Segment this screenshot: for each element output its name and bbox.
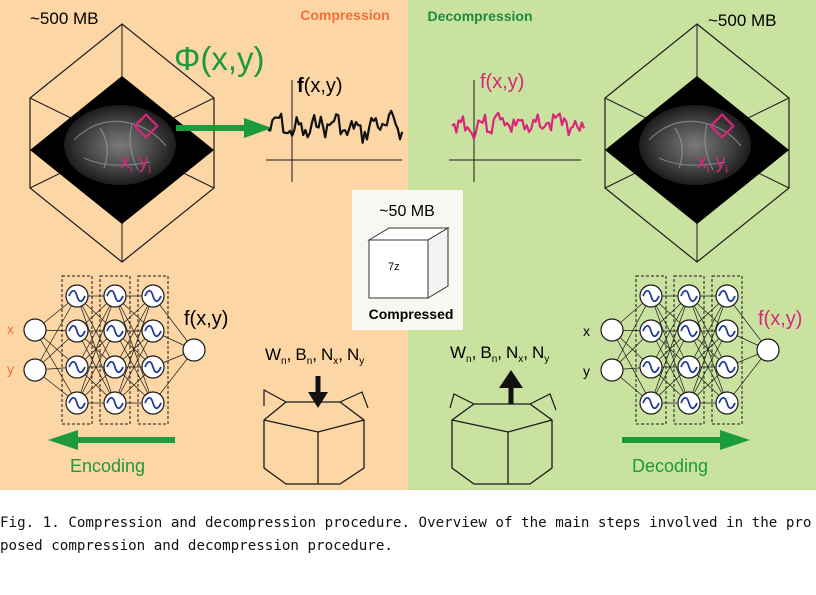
decoder-layer-3 <box>711 275 743 425</box>
sine-activation-icon <box>718 289 736 303</box>
sine-activation-icon <box>144 324 162 338</box>
right-signal-label: f(x,y) <box>480 71 524 93</box>
sine-activation-icon <box>106 324 124 338</box>
encoder-layer-1 <box>61 275 93 425</box>
encoder-network <box>23 275 206 425</box>
sine-activation-icon <box>68 324 86 338</box>
compressed-size: ~50 MB <box>379 203 435 220</box>
sine-activation-icon <box>68 289 86 303</box>
encoder-output-label: f(x,y) <box>184 308 228 330</box>
left-signal-trace <box>267 109 404 144</box>
decompression-panel-bg <box>408 0 816 490</box>
sine-activation-icon <box>642 360 660 374</box>
sine-activation-icon <box>144 289 162 303</box>
decompression-title: Decompression <box>427 8 532 24</box>
decoding-label: Decoding <box>632 456 708 476</box>
archive-format-label: 7z <box>388 261 400 273</box>
encoder-layer-2 <box>99 275 131 425</box>
encoding-label: Encoding <box>70 456 145 476</box>
right-sample-marker <box>709 113 735 139</box>
right-volume-size: ~500 MB <box>708 11 777 30</box>
params-left: Wn,Bn,Nx,Ny <box>265 345 364 367</box>
sine-activation-icon <box>680 289 698 303</box>
pack-box-icon <box>263 376 369 485</box>
compression-title: Compression <box>300 7 389 23</box>
sine-activation-icon <box>68 360 86 374</box>
right-signal-plot: f(x,y) <box>449 71 586 182</box>
encoding-arrow <box>48 430 175 450</box>
sine-activation-icon <box>680 396 698 410</box>
encoder-input-node <box>23 358 47 382</box>
sine-activation-icon <box>144 360 162 374</box>
mapping-arrow <box>176 118 272 138</box>
decoder-input-y: y <box>583 363 590 379</box>
left-volume-size: ~500 MB <box>30 9 99 28</box>
decoder-layer-1 <box>635 275 667 425</box>
decoder-network <box>600 275 780 425</box>
params-right: Wn,Bn,Nx,Ny <box>450 343 549 365</box>
sine-activation-icon <box>642 396 660 410</box>
encoder-input-x: x <box>7 321 14 337</box>
sine-activation-icon <box>718 360 736 374</box>
sine-activation-icon <box>106 360 124 374</box>
decoder-output-node <box>756 338 780 362</box>
sine-activation-icon <box>106 289 124 303</box>
figure-caption: Fig. 1. Compression and decompression pr… <box>0 515 812 554</box>
left-sample-marker <box>133 113 159 139</box>
right-signal-trace <box>451 111 586 140</box>
decoder-input-node <box>600 358 624 382</box>
left-signal-label: f(x,y) <box>297 75 343 97</box>
encoder-output-node <box>182 338 206 362</box>
unpack-box-icon <box>449 370 557 485</box>
sine-activation-icon <box>680 360 698 374</box>
sine-activation-icon <box>106 396 124 410</box>
encoder-input-y: y <box>7 361 14 377</box>
decoding-arrow <box>622 430 750 450</box>
sine-activation-icon <box>718 396 736 410</box>
decoder-input-node <box>600 318 624 342</box>
right-brain-image <box>639 105 751 185</box>
left-signal-plot: f(x,y) <box>266 75 404 182</box>
compressed-caption: Compressed <box>369 306 454 322</box>
left-brain-image <box>64 105 176 185</box>
encoder-input-node <box>23 318 47 342</box>
sine-activation-icon <box>642 289 660 303</box>
sine-activation-icon <box>68 396 86 410</box>
decoder-input-x: x <box>583 323 590 339</box>
encoder-layer-3 <box>137 275 169 425</box>
compressed-archive-box: ~50 MB 7z Compressed <box>352 190 463 330</box>
sine-activation-icon <box>144 396 162 410</box>
sine-activation-icon <box>642 324 660 338</box>
decoder-output-label: f(x,y) <box>758 308 802 330</box>
sine-activation-icon <box>680 324 698 338</box>
sine-activation-icon <box>718 324 736 338</box>
decoder-layer-2 <box>673 275 705 425</box>
mapping-label: Φ(x,y) <box>174 40 264 77</box>
